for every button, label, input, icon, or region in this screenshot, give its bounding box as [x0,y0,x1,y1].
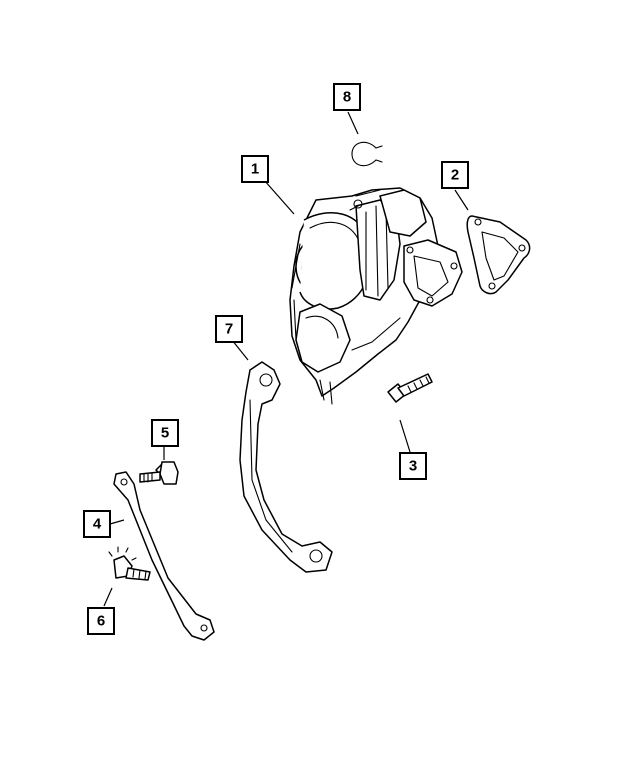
svg-text:1: 1 [251,161,259,178]
svg-text:4: 4 [93,516,102,533]
leader-line-7 [231,339,249,361]
callout-5: 5 [151,419,179,447]
callout-4: 4 [83,510,111,538]
callout-7: 7 [215,315,243,343]
svg-text:6: 6 [97,613,105,630]
svg-text:3: 3 [409,458,417,475]
svg-text:7: 7 [225,321,233,338]
retaining-clip-icon [351,141,383,167]
bolt-icon [108,546,151,581]
svg-text:2: 2 [451,167,459,184]
leader-line-6 [103,587,113,607]
turbocharger-icon [289,187,463,405]
callout-3: 3 [399,452,427,480]
support-bracket-icon [113,471,215,641]
callout-1: 1 [241,155,269,183]
leader-line-8 [347,111,359,135]
leader-lines [103,111,469,607]
bolt-icon [139,461,179,485]
leader-line-3 [399,419,411,453]
callout-6: 6 [87,607,115,635]
leader-line-1 [263,179,295,215]
bracket-icon [239,361,333,573]
svg-text:8: 8 [343,89,351,106]
svg-text:5: 5 [161,425,169,442]
callout-2: 2 [441,161,469,189]
leader-line-4 [109,519,125,525]
callout-8: 8 [333,83,361,111]
bolt-icon [387,373,433,403]
gasket-icon [466,215,531,295]
leader-line-2 [454,189,469,211]
